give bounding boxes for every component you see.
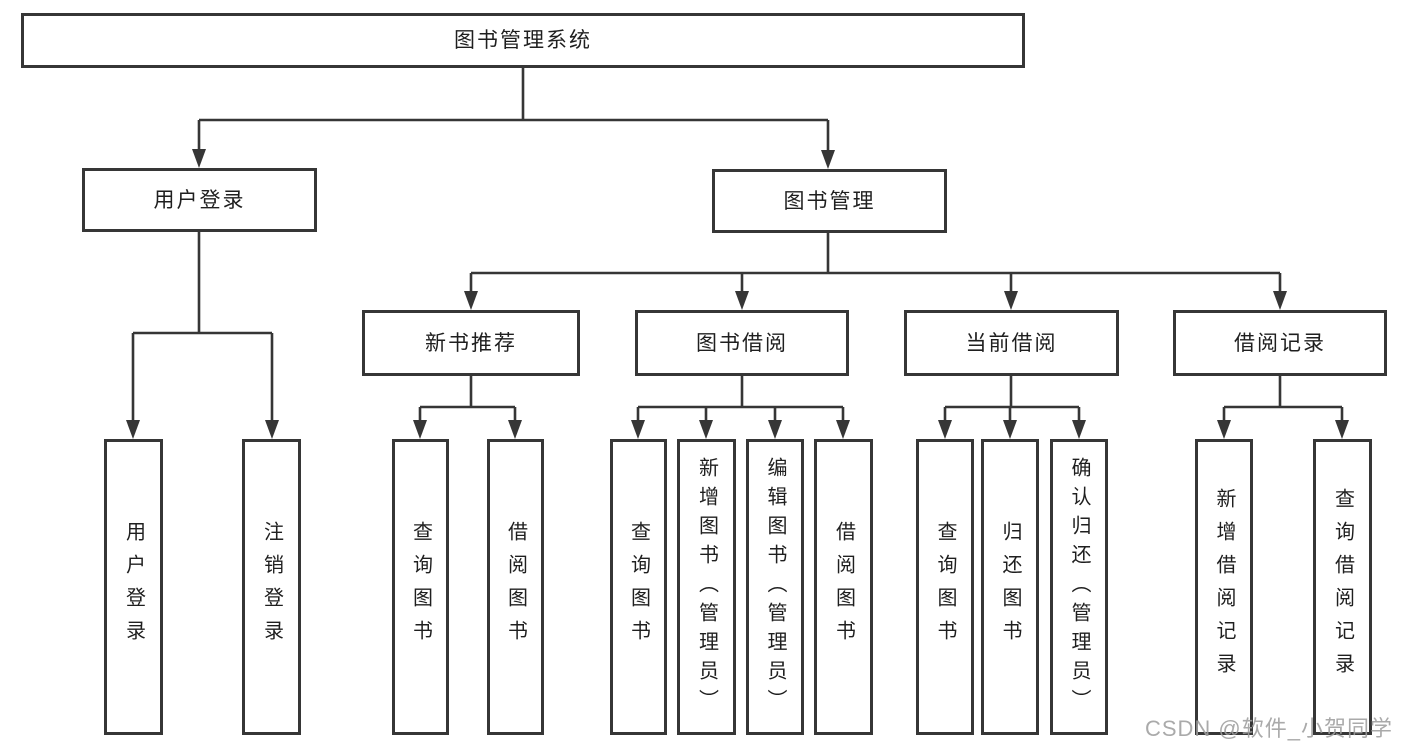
leaf-query-books-current: 查询图书 — [916, 439, 974, 735]
node-borrowing-records: 借阅记录 — [1173, 310, 1387, 376]
leaf-borrow-books-recommend: 借阅图书 — [487, 439, 544, 735]
node-book-management: 图书管理 — [712, 169, 947, 233]
leaf-user-login: 用户登录 — [104, 439, 163, 735]
arrowheads — [126, 149, 1349, 439]
csdn-watermark: CSDN @软件_小贺同学 — [1144, 716, 1393, 741]
leaf-query-books-borrowing: 查询图书 — [610, 439, 667, 735]
leaf-edit-books-admin: 编辑图书（管理员） — [746, 439, 804, 735]
leaf-add-borrow-record: 新增借阅记录 — [1195, 439, 1253, 735]
leaf-query-borrow-record: 查询借阅记录 — [1313, 439, 1372, 735]
leaf-borrow-books: 借阅图书 — [814, 439, 873, 735]
leaf-add-books-admin: 新增图书（管理员） — [677, 439, 736, 735]
node-current-borrowing: 当前借阅 — [904, 310, 1119, 376]
node-new-book-recommendation: 新书推荐 — [362, 310, 580, 376]
leaf-logout: 注销登录 — [242, 439, 301, 735]
node-library-management-system: 图书管理系统 — [21, 13, 1025, 68]
node-book-borrowing: 图书借阅 — [635, 310, 849, 376]
node-user-login: 用户登录 — [82, 168, 317, 232]
leaf-query-books-recommend: 查询图书 — [392, 439, 449, 735]
leaf-return-books: 归还图书 — [981, 439, 1039, 735]
leaf-confirm-return-admin: 确认归还（管理员） — [1050, 439, 1108, 735]
